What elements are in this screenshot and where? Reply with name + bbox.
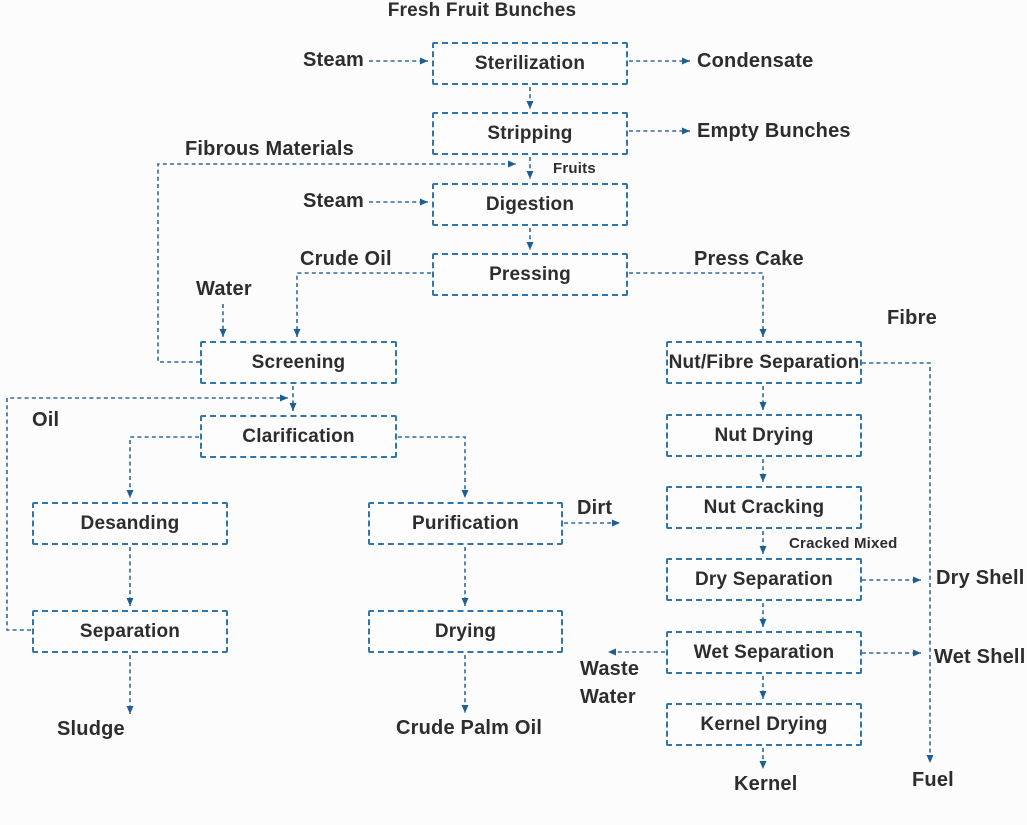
process-box-nut-fibre-separation: Nut/Fibre Separation [666,341,862,384]
process-box-separation: Separation [32,610,228,653]
process-box-drying: Drying [368,610,563,653]
edge-clarification-to-desanding [126,436,199,498]
process-box-label: Nut Cracking [703,496,825,518]
stream-label-press-cake: Press Cake [694,248,804,270]
stream-label-oil: Oil [32,409,60,431]
process-box-label: Nut/Fibre Separation [668,351,860,373]
stream-label-water: Water [196,278,252,300]
edge-separation-oil-to-clarification [6,394,288,631]
stream-label-steam-top: Steam [302,49,364,71]
process-box-label: Pressing [489,263,571,285]
stream-label-dirt: Dirt [577,497,613,519]
process-box-desanding: Desanding [32,502,228,545]
stream-label-empty-bunches: Empty Bunches [697,120,851,142]
edge-nutfibre-fibre-to-fuel [862,362,934,763]
process-box-wet-separation: Wet Separation [666,631,862,674]
process-box-digestion: Digestion [432,183,628,226]
process-box-sterilization: Sterilization [432,42,628,85]
stream-label-fibrous-materials: Fibrous Materials [185,138,354,160]
process-box-label: Nut Drying [714,424,814,446]
stream-label-waste-water-line2: Water [580,686,636,708]
stream-label-fibre: Fibre [887,307,937,329]
process-box-dry-separation: Dry Separation [666,558,862,601]
process-box-nut-cracking: Nut Cracking [666,486,862,529]
process-box-label: Digestion [485,193,575,215]
process-box-label: Screening [251,351,346,373]
stream-label-waste-water-line1: Waste [580,658,640,680]
process-box-pressing: Pressing [432,253,628,296]
edge-screening-fibrous-materials-return [157,160,516,363]
process-box-stripping: Stripping [432,112,628,155]
edge-pressing-crude-oil-to-screening [293,272,431,337]
process-box-label: Drying [434,620,497,642]
process-box-label: Desanding [80,512,180,534]
stream-label-crude-palm-oil: Crude Palm Oil [396,717,543,739]
process-box-label: Wet Separation [693,641,835,663]
stream-label-dry-shell: Dry Shell [936,567,1025,589]
edge-pressing-press-cake-to-nutfibre [629,272,767,337]
process-box-label: Sterilization [474,52,586,74]
stream-label-crude-oil: Crude Oil [300,248,392,270]
process-box-label: Dry Separation [695,568,833,590]
process-box-label: Clarification [242,425,355,447]
process-box-nut-drying: Nut Drying [666,414,862,457]
process-box-label: Kernel Drying [700,713,828,735]
process-box-label: Stripping [487,122,573,144]
process-box-label: Purification [412,512,519,534]
process-box-screening: Screening [200,341,397,384]
process-box-clarification: Clarification [200,415,397,458]
edge-clarification-to-purification [398,436,469,498]
process-box-purification: Purification [368,502,563,545]
stream-label-sludge: Sludge [57,718,125,740]
stream-label-wet-shell: Wet Shell [934,646,1026,668]
stream-label-kernel: Kernel [734,773,798,795]
stream-label-steam-digestion: Steam [302,190,364,212]
stream-label-fruits: Fruits [553,160,596,177]
diagram-title: Fresh Fruit Bunches [387,0,577,21]
stream-label-condensate: Condensate [697,50,814,72]
stream-label-cracked-mixed: Cracked Mixed [789,535,898,552]
process-box-label: Separation [79,620,181,642]
stream-label-fuel: Fuel [912,769,954,791]
process-box-kernel-drying: Kernel Drying [666,703,862,746]
